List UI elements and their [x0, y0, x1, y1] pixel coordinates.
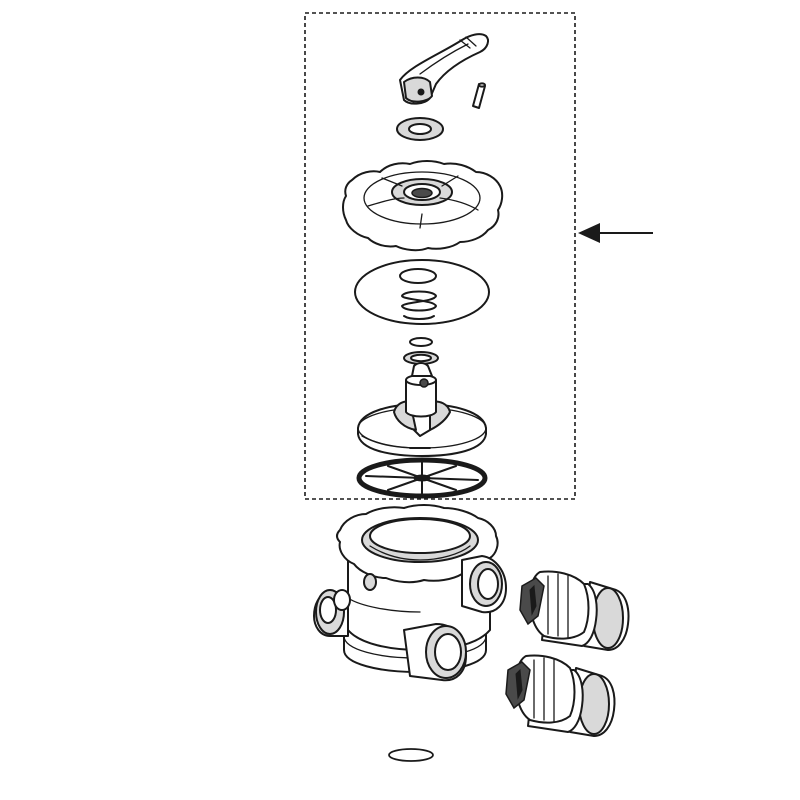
valve-handle-icon — [399, 33, 489, 105]
pin-icon — [472, 82, 486, 109]
callout-arrow-icon — [578, 223, 653, 243]
union-icon — [505, 654, 616, 737]
star-cover-icon — [342, 160, 504, 252]
gasket-icon — [356, 457, 488, 499]
assembly-callout-box — [304, 12, 576, 500]
union-icon — [519, 570, 630, 651]
washer-icon — [396, 117, 444, 141]
valve-body-icon — [313, 504, 507, 682]
o-ring-icon — [403, 337, 439, 365]
rotor-icon — [357, 362, 487, 457]
o-ring-icon — [388, 748, 434, 762]
spring-icon — [399, 268, 437, 320]
